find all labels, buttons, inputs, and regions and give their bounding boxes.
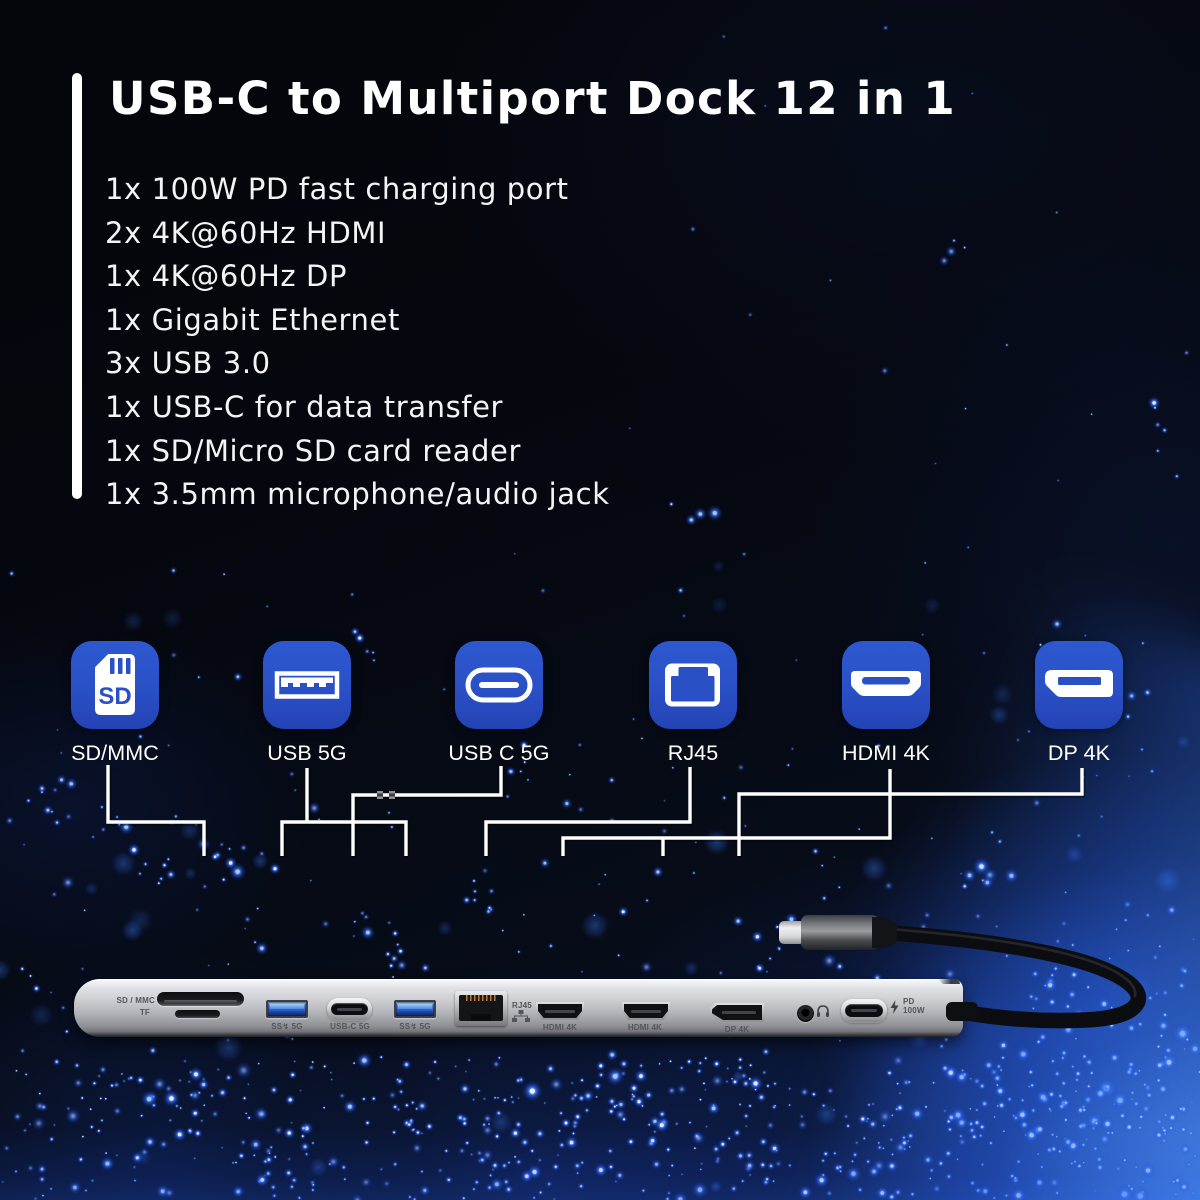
hdmi-tongue — [631, 1010, 661, 1013]
feature-item: 1x 3.5mm microphone/audio jack — [105, 477, 610, 512]
icon-graphic — [274, 671, 340, 699]
port-icon-label: HDMI 4K — [842, 741, 930, 765]
dock-label-dp: DP 4K — [724, 1025, 750, 1034]
usb-c-plug-boot — [872, 917, 897, 949]
lightning-bolt-icon — [890, 999, 899, 1014]
dock-audio-jack — [797, 1005, 814, 1022]
usb-c-icon — [455, 641, 543, 729]
dock-hdmi-port-1 — [536, 1002, 584, 1020]
feature-item: 1x USB-C for data transfer — [105, 389, 504, 424]
dock-usb-a-port-1 — [266, 1000, 308, 1018]
dock-label-sd: SD / MMC — [116, 996, 155, 1005]
icon-graphic — [1045, 670, 1113, 697]
dock-rj45-net-icon — [512, 1010, 530, 1022]
port-icon-label: DP 4K — [1047, 741, 1111, 765]
dock-pd-label-group: PD 100W — [890, 997, 925, 1015]
dock-label-hdmi-1: HDMI 4K — [542, 1023, 578, 1032]
usb-c-plug-tip — [779, 921, 805, 944]
dock-pd-port — [841, 999, 887, 1022]
dock-sd-slot — [157, 992, 244, 1006]
dock-tf-slot — [175, 1010, 220, 1018]
port-icon-dp: DP 4K — [1019, 641, 1139, 766]
port-icon-usb-a: USB 5G — [247, 641, 367, 766]
port-icon-usb-c: USB C 5G — [439, 641, 559, 766]
dock-top-edge — [938, 979, 960, 984]
dock-label-usb-c: USB-C 5G — [330, 1022, 370, 1031]
icon-graphic: SD — [95, 654, 135, 715]
dock-hdmi-port-2 — [622, 1002, 670, 1020]
feature-item: 3x USB 3.0 — [105, 346, 271, 381]
feature-item: 1x SD/Micro SD card reader — [105, 433, 521, 468]
port-icon-hdmi: HDMI 4K — [826, 641, 946, 766]
title-accent-bar — [72, 73, 82, 499]
icon-graphic — [465, 667, 533, 703]
dock-rj45-port — [455, 991, 507, 1026]
dock-dp-port — [710, 1003, 764, 1022]
usb-a-icon — [263, 641, 351, 729]
icon-graphic — [851, 671, 921, 696]
feature-item: 2x 4K@60Hz HDMI — [105, 215, 387, 250]
dp-tongue — [722, 1011, 756, 1014]
dock-label-pd: PD 100W — [903, 997, 925, 1015]
page-title: USB-C to Multiport Dock 12 in 1 — [109, 72, 957, 125]
dock-label-usb-a-2: SS↯ 5G — [399, 1022, 431, 1031]
feature-list: 1x 100W PD fast charging port 2x 4K@60Hz… — [105, 168, 610, 517]
port-icon-label: SD/MMC — [71, 741, 159, 765]
rj45-icon — [649, 641, 737, 729]
usb-c-tongue — [851, 1008, 877, 1012]
feature-item: 1x 4K@60Hz DP — [105, 259, 348, 294]
pd-label-line2: 100W — [903, 1005, 925, 1015]
sd-card-icon: SD — [71, 641, 159, 729]
rj45-pins — [466, 995, 496, 1001]
hdmi-icon — [842, 641, 930, 729]
displayport-icon — [1035, 641, 1123, 729]
cable-dock-boot — [946, 1002, 978, 1021]
dock-label-rj45: RJ45 — [512, 1001, 532, 1010]
port-icon-label: RJ45 — [667, 741, 719, 765]
rj45-latch — [471, 1014, 491, 1021]
dock-label-usb-a-1: SS↯ 5G — [271, 1022, 303, 1031]
icon-graphic — [665, 663, 720, 707]
port-icon-rj45: RJ45 — [633, 641, 753, 766]
usb-c-plug-body — [801, 915, 879, 950]
dock-device: SD / MMC TF SS↯ 5G USB-C 5G SS↯ 5G RJ45 … — [74, 979, 963, 1041]
dock-label-tf: TF — [139, 1008, 150, 1017]
dock-usb-a-port-2 — [394, 1000, 436, 1018]
feature-item: 1x 100W PD fast charging port — [105, 172, 569, 206]
hdmi-tongue — [545, 1010, 575, 1013]
dock-usb-c-port — [327, 998, 372, 1020]
port-icon-sd: SD SD/MMC — [55, 641, 175, 766]
pd-label-line1: PD — [903, 997, 915, 1006]
svg-text:SD: SD — [98, 683, 131, 710]
dock-headphone-icon — [817, 1005, 829, 1017]
dock-label-hdmi-2: HDMI 4K — [627, 1023, 663, 1032]
feature-item: 1x Gigabit Ethernet — [105, 302, 400, 337]
port-icon-label: USB 5G — [267, 741, 347, 765]
port-icon-label: USB C 5G — [448, 741, 550, 765]
rj45-cavity — [459, 995, 503, 1021]
dock-body — [74, 979, 963, 1037]
usb-c-tongue — [337, 1007, 362, 1011]
